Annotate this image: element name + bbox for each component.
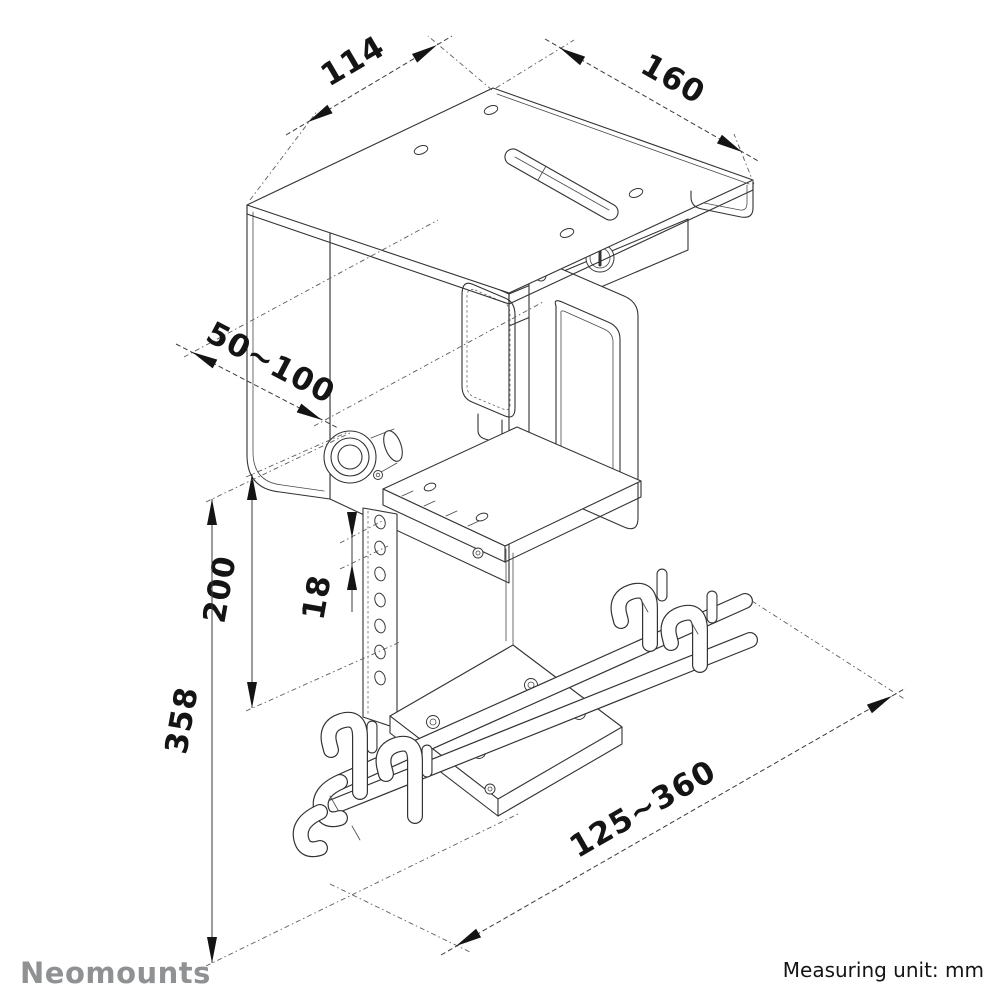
- extension-line: [313, 301, 544, 427]
- arrowhead-icon: [207, 937, 217, 963]
- brand-logo: Neomounts: [20, 956, 211, 990]
- cpu-hook: [320, 711, 368, 800]
- extension-line: [205, 432, 351, 503]
- column-side-plate: [246, 204, 331, 500]
- arrowhead-icon: [192, 352, 218, 369]
- arrowhead-icon: [716, 134, 742, 152]
- measuring-unit-label: Measuring unit: mm: [782, 958, 984, 982]
- cpu-hook: [660, 604, 708, 673]
- extension-line: [245, 641, 401, 712]
- extension-line: [495, 39, 575, 89]
- dimension-label: 114: [315, 29, 392, 94]
- plate-hole: [413, 145, 429, 155]
- plate-hole: [483, 105, 499, 115]
- left-support-arm: [292, 711, 433, 858]
- dimension-label: 160: [635, 47, 712, 112]
- arrowhead-icon: [247, 474, 257, 500]
- top-plate: [246, 87, 754, 305]
- plate-hole: [559, 228, 575, 238]
- plate-slot: [504, 148, 619, 221]
- arrowhead-icon: [347, 512, 357, 538]
- adjustment-knob: [323, 428, 403, 484]
- dimension-label: 125~360: [564, 753, 723, 865]
- arrowhead-icon: [247, 682, 257, 708]
- extension-line: [751, 600, 907, 701]
- dimension-hole-pitch: 18: [296, 512, 389, 623]
- extension-line: [329, 883, 471, 953]
- plate-lip: [690, 181, 754, 218]
- arrowhead-icon: [866, 696, 892, 714]
- arrowhead-icon: [207, 499, 217, 525]
- column-body: [246, 204, 689, 584]
- arrowhead-icon: [308, 104, 333, 122]
- top-plate-face: [246, 87, 754, 294]
- cpu-hook: [375, 735, 423, 824]
- arrowhead-icon: [347, 564, 357, 590]
- arrowhead-icon: [456, 928, 482, 946]
- extension-line: [733, 133, 755, 185]
- extension-line: [205, 812, 521, 967]
- cpu-hook: [610, 582, 658, 652]
- arrowhead-icon: [412, 45, 437, 63]
- plate-hole: [628, 188, 644, 198]
- extension-line: [339, 545, 389, 570]
- right-support-arm: [329, 568, 718, 841]
- dimension-line: [440, 687, 907, 956]
- dimension-label: 358: [159, 684, 206, 757]
- arrowhead-icon: [560, 48, 586, 66]
- arrowhead-icon: [296, 403, 322, 420]
- extension-line: [427, 35, 493, 91]
- middle-bracket: [382, 426, 642, 563]
- extension-line: [183, 219, 439, 358]
- extension-line: [339, 519, 385, 544]
- dimension-label: 200: [197, 553, 244, 626]
- dimension-label: 18: [296, 572, 339, 623]
